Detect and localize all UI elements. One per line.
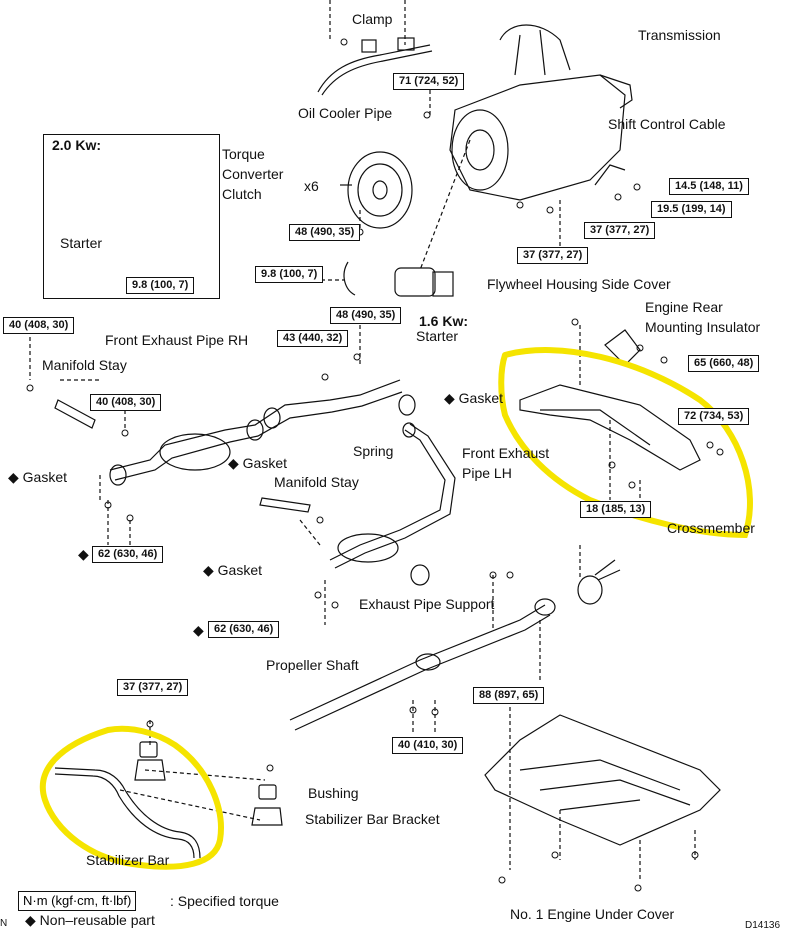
label-crossmember: Crossmember — [667, 520, 755, 536]
label-inset-title: 2.0 Kw: — [52, 137, 102, 153]
torque-71: 71 (724, 52) — [393, 73, 465, 90]
torque-37-b: 37 (377, 27) — [517, 247, 589, 264]
torque-40-c: 40 (410, 30) — [392, 737, 464, 754]
torque-43: 43 (440, 32) — [277, 330, 349, 347]
label-spring: Spring — [353, 443, 394, 459]
gasket-text: Gasket — [458, 390, 504, 406]
gasket-text: Gasket — [242, 455, 288, 471]
label-front-exhaust-rh: Front Exhaust Pipe RH — [105, 332, 249, 348]
label-1-6kw: 1.6 Kw: — [419, 313, 469, 329]
torque-14-5: 14.5 (148, 11) — [669, 178, 749, 195]
torque-37-c: 37 (377, 27) — [117, 679, 189, 696]
gasket-text: Gasket — [217, 562, 263, 578]
label-starter-2kw: Starter — [60, 235, 103, 251]
torque-37-a: 37 (377, 27) — [584, 222, 656, 239]
oil-cooler-pipe-drawing — [317, 37, 433, 96]
front-exhaust-rh-drawing — [109, 379, 403, 486]
legend-torque-desc: : Specified torque — [170, 893, 279, 909]
transmission-drawing — [449, 24, 633, 201]
label-oil-cooler-pipe: Oil Cooler Pipe — [298, 105, 393, 121]
torque-65: 65 (660, 48) — [688, 355, 760, 372]
label-gasket-4: ◆ Gasket — [203, 562, 262, 578]
label-gasket-1: ◆ Gasket — [8, 469, 67, 485]
label-propeller-shaft: Propeller Shaft — [266, 657, 359, 673]
label-manifold-stay-2: Manifold Stay — [274, 474, 359, 490]
label-torque-converter: Torque Converter Clutch — [222, 146, 284, 202]
torque-88: 88 (897, 65) — [473, 687, 545, 704]
nonreusable-mark: ◆ — [25, 912, 36, 928]
label-x6: x6 — [304, 178, 319, 194]
nonreusable-mark: ◆ — [8, 469, 19, 485]
torque-62-a-wrap: ◆ — [78, 546, 89, 562]
label-engine-rear-mount: Engine Rear Mounting Insulator — [645, 299, 761, 335]
torque-40-b: 40 (408, 30) — [90, 394, 162, 411]
label-front-exhaust-lh: Front Exhaust Pipe LH — [462, 445, 550, 481]
label-stabilizer-bar: Stabilizer Bar — [86, 852, 170, 868]
gasket-text: Gasket — [22, 469, 68, 485]
leader-lines — [29, 0, 696, 880]
propeller-shaft-drawing — [289, 559, 621, 731]
nonreusable-mark: ◆ — [228, 455, 239, 471]
torque-48-b: 48 (490, 35) — [330, 307, 402, 324]
stabilizer-highlight — [39, 725, 224, 870]
crossmember-drawing — [519, 329, 701, 471]
torque-62-b: 62 (630, 46) — [208, 621, 280, 638]
label-exhaust-support: Exhaust Pipe Support — [359, 596, 495, 612]
torque-18: 18 (185, 13) — [580, 501, 652, 518]
torque-converter-drawing — [340, 151, 413, 229]
torque-9-8-b: 9.8 (100, 7) — [255, 266, 324, 283]
nonreusable-mark: ◆ — [444, 390, 455, 406]
bushing-drawing — [251, 784, 283, 826]
nonreusable-mark: ◆ — [78, 546, 89, 562]
corner-mark: N — [0, 918, 8, 929]
label-clamp: Clamp — [352, 11, 393, 27]
stabilizer-bar-drawing — [54, 741, 201, 859]
label-transmission: Transmission — [638, 27, 721, 43]
bolts — [26, 38, 724, 892]
highlight-marks — [39, 347, 753, 870]
label-under-cover: No. 1 Engine Under Cover — [510, 906, 675, 922]
exhaust-support-drawing — [410, 564, 430, 586]
torque-62-a: 62 (630, 46) — [92, 546, 164, 563]
starter-2kw-inset — [43, 134, 220, 299]
torque-19-5: 19.5 (199, 14) — [651, 201, 732, 218]
starter-16-drawing — [343, 261, 454, 297]
label-flywheel-cover: Flywheel Housing Side Cover — [487, 276, 671, 292]
torque-40-a: 40 (408, 30) — [3, 317, 75, 334]
torque-9-8-a: 9.8 (100, 7) — [126, 277, 195, 294]
label-shift-control-cable: Shift Control Cable — [608, 116, 726, 132]
manifold-stay-drawing — [54, 399, 311, 513]
diagram-id: D14136 — [745, 920, 781, 931]
torque-62-b-wrap: ◆ — [193, 622, 204, 638]
label-gasket-2: ◆ Gasket — [228, 455, 287, 471]
legend-nonreusable: ◆ Non–reusable part — [25, 912, 155, 928]
under-cover-drawing — [484, 714, 721, 846]
label-manifold-stay-1: Manifold Stay — [42, 357, 127, 373]
nonreusable-mark: ◆ — [203, 562, 214, 578]
legend-nonreusable-text: Non–reusable part — [39, 912, 155, 928]
nonreusable-mark: ◆ — [193, 622, 204, 638]
label-bushing: Bushing — [308, 785, 359, 801]
torque-48-a: 48 (490, 35) — [289, 224, 361, 241]
label-stabilizer-bracket: Stabilizer Bar Bracket — [305, 811, 440, 827]
front-exhaust-lh-drawing — [329, 394, 456, 569]
torque-72: 72 (734, 53) — [678, 408, 750, 425]
label-gasket-3: ◆ Gasket — [444, 390, 503, 406]
legend-torque-unit: N·m (kgf·cm, ft·lbf) — [18, 891, 137, 911]
crossmember-highlight — [498, 347, 753, 539]
label-starter-1-6kw: Starter — [416, 328, 459, 344]
